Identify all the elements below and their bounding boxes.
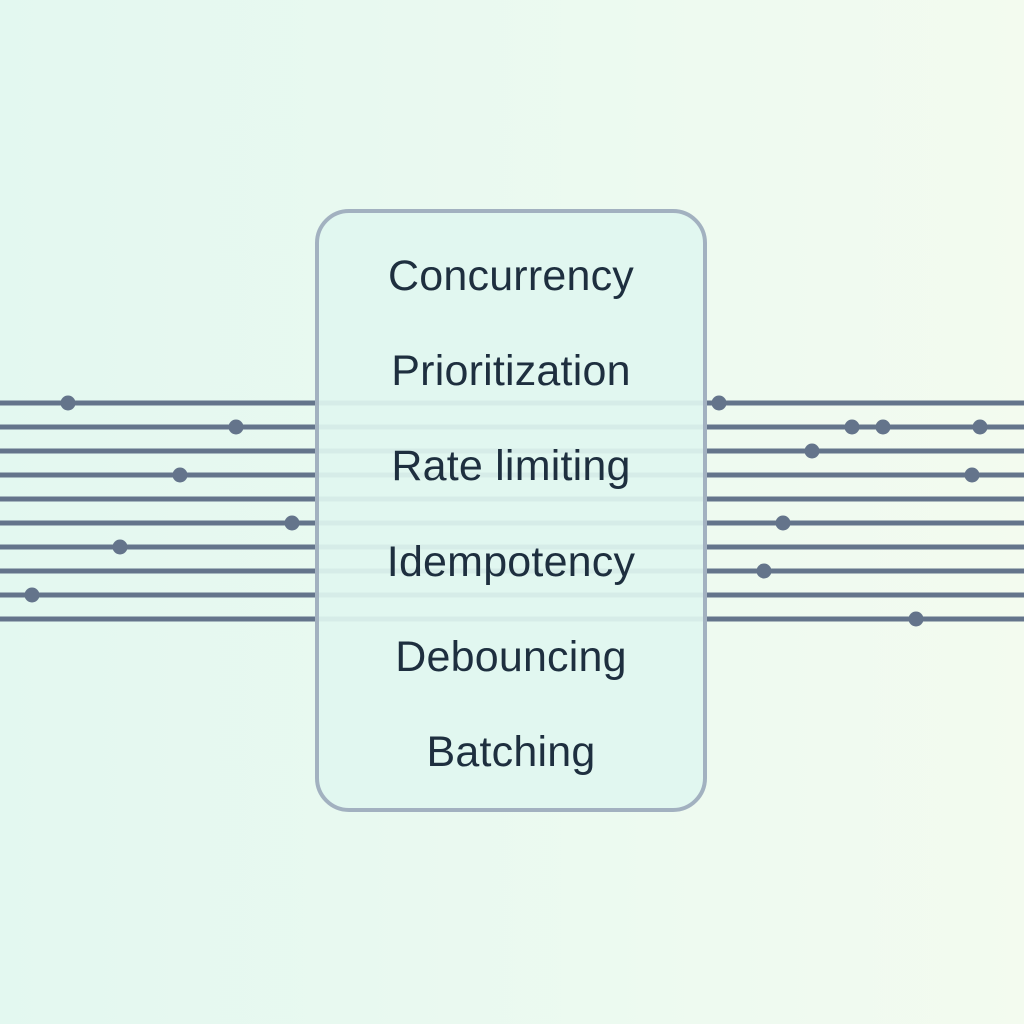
- stream-dot: [875, 419, 891, 435]
- stream-dot: [284, 515, 300, 531]
- stream-dot: [964, 467, 980, 483]
- stream-dot: [804, 443, 820, 459]
- stream-dot: [60, 395, 76, 411]
- stream-dot: [775, 515, 791, 531]
- stream-dot: [756, 563, 772, 579]
- stream-dot: [908, 611, 924, 627]
- stream-dot: [24, 587, 40, 603]
- concept-label-rate-limiting: Rate limiting: [391, 442, 631, 491]
- concepts-card: Concurrency Prioritization Rate limiting…: [315, 209, 707, 812]
- stream-dot: [972, 419, 988, 435]
- stream-dot: [844, 419, 860, 435]
- concept-label-concurrency: Concurrency: [388, 252, 634, 301]
- concept-label-idempotency: Idempotency: [386, 537, 636, 586]
- concept-label-debouncing: Debouncing: [395, 632, 627, 681]
- concept-label-prioritization: Prioritization: [391, 347, 631, 396]
- stream-dot: [112, 539, 128, 555]
- concept-label-batching: Batching: [426, 727, 596, 776]
- stream-dot: [228, 419, 244, 435]
- stream-dot: [172, 467, 188, 483]
- stream-dot: [711, 395, 727, 411]
